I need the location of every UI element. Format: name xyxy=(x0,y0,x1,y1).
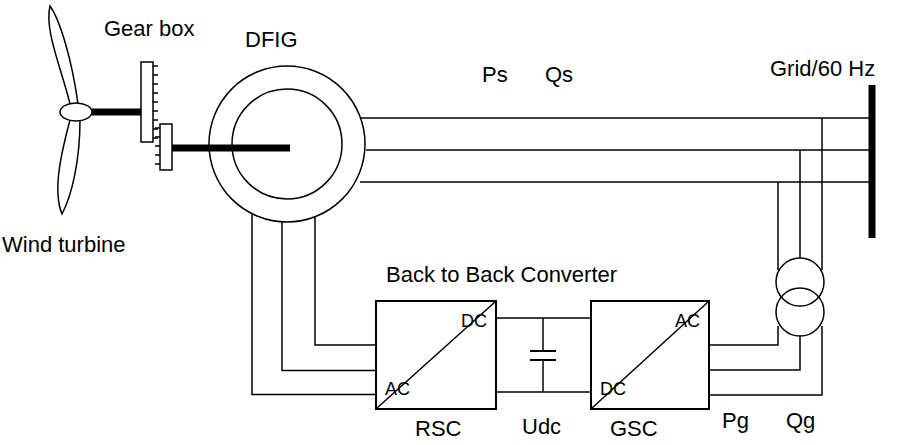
part-name: Gear box xyxy=(104,16,195,42)
converter-name: GSC xyxy=(610,416,658,442)
grid-branch xyxy=(799,150,801,258)
capacitor-lead xyxy=(542,318,544,351)
grid-bus xyxy=(869,85,876,238)
signal-name: Qs xyxy=(545,62,573,88)
capacitor-plate xyxy=(530,350,556,352)
transformer-winding xyxy=(776,258,824,306)
dc-link xyxy=(497,318,590,392)
converter-side: AC xyxy=(675,310,700,332)
turbine-hub xyxy=(60,103,92,121)
converter-box: ACDCRSC xyxy=(375,300,497,410)
grid-branch xyxy=(821,118,823,270)
gsc-line xyxy=(710,326,822,395)
turbine-blade xyxy=(58,120,80,214)
generator-circle: DFIG xyxy=(208,65,366,223)
converter-side: AC xyxy=(385,378,410,400)
high-speed-shaft xyxy=(172,145,290,152)
gsc-line xyxy=(710,326,778,345)
converter-box: DCACGSC xyxy=(590,300,710,410)
transformer-winding xyxy=(776,288,824,336)
stator-line xyxy=(360,181,872,183)
signal-name: Qg xyxy=(786,408,815,434)
stator-line xyxy=(360,117,872,119)
stator-line xyxy=(366,149,872,151)
converter-side: DC xyxy=(600,378,626,400)
part-name: Wind turbine xyxy=(2,232,126,258)
low-speed-shaft xyxy=(92,109,141,116)
gsc-line xyxy=(710,336,800,370)
turbine-blade xyxy=(49,6,78,104)
grid-branch xyxy=(777,182,779,270)
signal-name: Ps xyxy=(482,62,508,88)
converter-name: RSC xyxy=(415,416,461,442)
capacitor-lead xyxy=(542,360,544,392)
signal-name: Pg xyxy=(722,408,749,434)
gear-wheel xyxy=(160,124,172,170)
grid-name: Grid/60 Hz xyxy=(770,56,875,82)
generator-name: DFIG xyxy=(245,27,298,53)
generator-outline xyxy=(208,65,366,223)
part-name: Back to Back Converter xyxy=(386,262,617,288)
signal-name: Udc xyxy=(522,414,561,440)
rotor-wires xyxy=(252,214,375,395)
gear-teeth xyxy=(153,66,160,164)
converter-side: DC xyxy=(461,310,487,332)
gear-wheel xyxy=(141,62,153,142)
